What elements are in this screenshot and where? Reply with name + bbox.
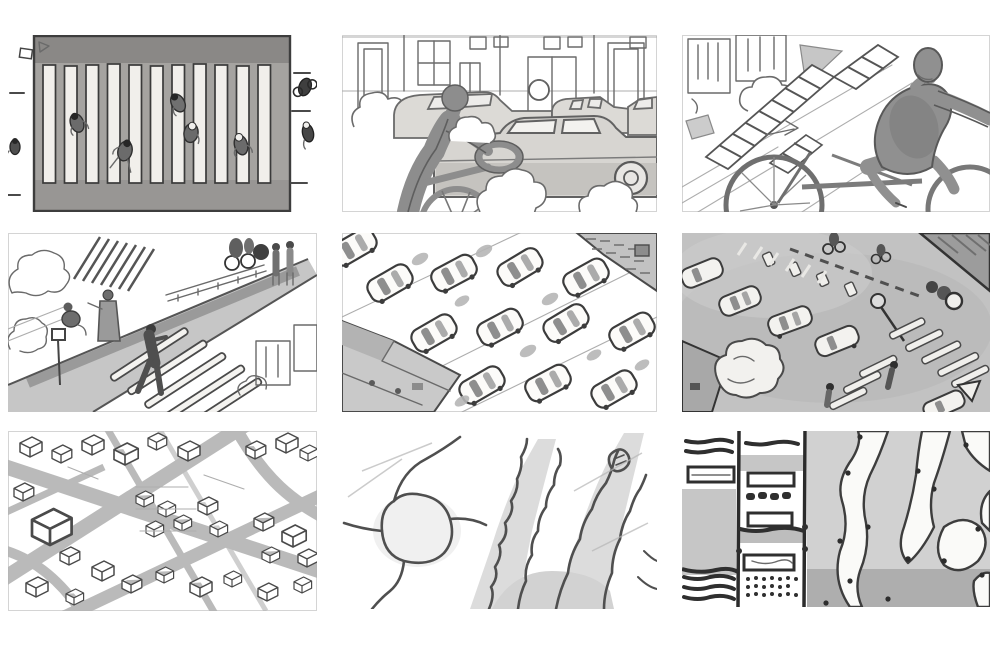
- crosswalk-group: [926, 281, 964, 311]
- panel-bike-lane-aerial: [682, 233, 990, 412]
- cyclists: [822, 233, 892, 265]
- yield-triangle: [956, 379, 982, 403]
- shoreline-dots: [823, 434, 985, 606]
- gray-patch: [685, 114, 715, 140]
- harbor-islands: [836, 431, 990, 607]
- brick-building: [575, 233, 657, 293]
- upper-crosswalk: [72, 236, 156, 292]
- sign-post: [51, 328, 66, 386]
- cyclists-top-right: [224, 238, 269, 271]
- panel-street-corner-pedestrians: [8, 233, 317, 412]
- harbor-water: [807, 431, 990, 607]
- water-shading: [373, 433, 644, 609]
- panel-river-branches-map: [342, 431, 657, 609]
- panel-cyclist-closeup: [682, 35, 990, 212]
- panel-city-blocks-and-harbor: [682, 431, 990, 607]
- street-trees: [411, 244, 650, 407]
- round-tree: [714, 337, 785, 399]
- pedestrians-top-down: [69, 93, 253, 173]
- shorelines: [342, 435, 657, 609]
- corner-building-top-right: [918, 233, 990, 293]
- crossing-figure: [135, 324, 168, 396]
- bike-lane: [736, 242, 923, 299]
- crosswalk-stripes: [828, 317, 990, 411]
- pedestrian-head: [528, 79, 550, 101]
- background-buildings: [687, 35, 787, 114]
- panel-isometric-city-map: [8, 431, 317, 611]
- standing-figure: [87, 289, 121, 342]
- corner-building: [342, 319, 462, 412]
- sidewalk-lines: [8, 306, 69, 342]
- striped-crosswalk: [704, 43, 900, 174]
- trees: [8, 249, 71, 354]
- corner-building-bottom-left: [682, 339, 730, 412]
- sitting-figure: [61, 302, 87, 336]
- railing: [165, 264, 267, 302]
- pencil-guidelines: [347, 442, 649, 552]
- street-edges: [682, 64, 945, 212]
- cyclist-silhouette: [860, 47, 990, 208]
- foreground-bushes: [448, 115, 639, 212]
- panel-cyclist-passing-cars: [342, 35, 657, 212]
- panel-crosswalk-aerial: [8, 35, 317, 212]
- block-guidelines: [67, 466, 245, 532]
- panel-parked-cars-aerial: [342, 233, 657, 412]
- arrow-marking: [765, 120, 799, 136]
- bystanders-right: [272, 241, 294, 286]
- zebra-stripes: [42, 63, 272, 184]
- parked-cars: [682, 257, 966, 412]
- pedestrians: [824, 361, 898, 408]
- curbside-figures: [8, 41, 317, 196]
- city-block-columns: [682, 431, 808, 607]
- buildings-bottom-right: [237, 324, 317, 396]
